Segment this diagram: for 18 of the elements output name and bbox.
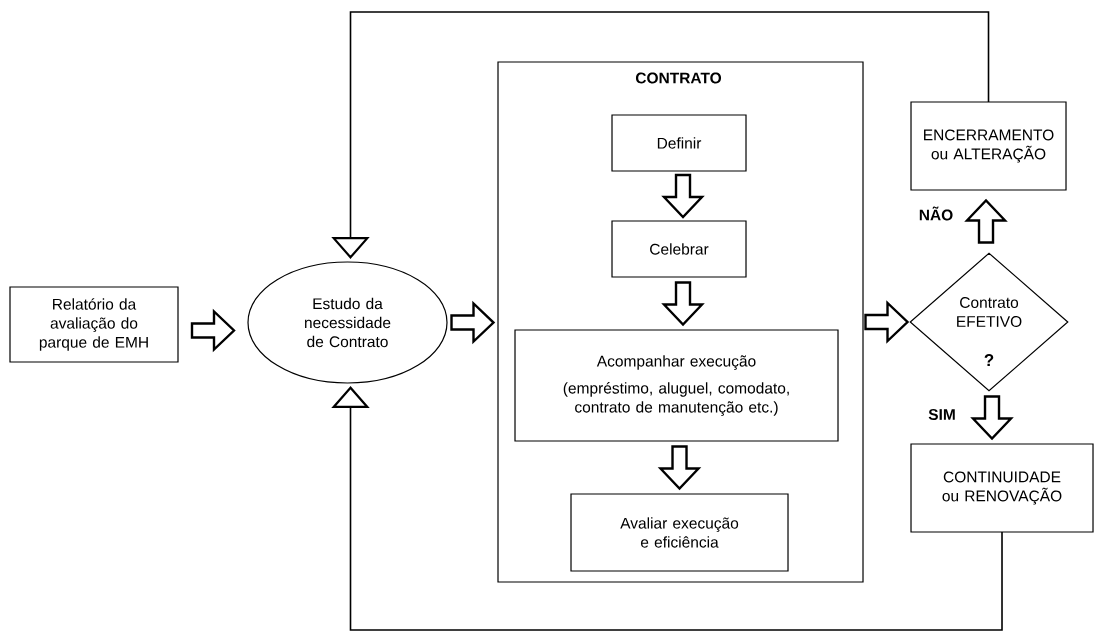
block-arrow	[661, 281, 705, 327]
block-arrow	[964, 198, 1008, 244]
edge-label: SIM	[927, 408, 957, 421]
process-box: Definir	[611, 114, 747, 172]
edge-label: NÃO	[917, 205, 955, 222]
block-arrow	[970, 395, 1014, 441]
block-arrow	[331, 386, 1003, 631]
process-box: CONTINUIDADE ou RENOVAÇÃO	[910, 443, 1094, 533]
block-arrow	[190, 308, 236, 353]
block-arrow	[661, 173, 705, 219]
process-box: Acompanhar execução (empréstimo, aluguel, comodato, contrato de manutenção etc.)	[514, 329, 839, 442]
process-box: Celebrar	[611, 220, 747, 278]
block-arrow	[657, 445, 702, 491]
process-box: Avaliar execução e eficiência	[570, 493, 789, 572]
process-box: Relatório da avaliação do parque de EMH	[9, 286, 179, 363]
process-box: ENCERRAMENTO ou ALTERAÇÃO	[910, 101, 1067, 191]
block-arrow	[450, 300, 496, 345]
block-arrow	[864, 300, 910, 344]
